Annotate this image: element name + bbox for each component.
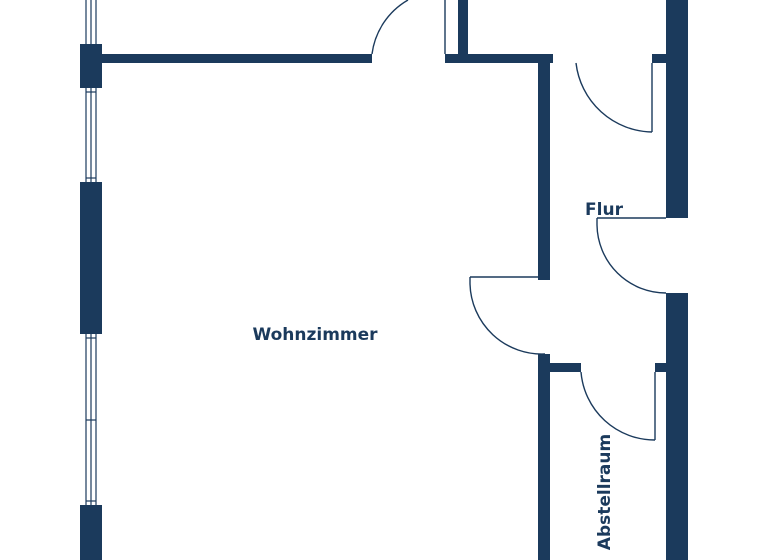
right-wall-upper xyxy=(666,0,688,218)
right-exterior-wall xyxy=(666,0,688,560)
right-wall-lower xyxy=(666,293,688,560)
door-storage xyxy=(580,371,656,441)
door-living-room xyxy=(371,0,446,55)
upper-room-divider xyxy=(458,0,468,56)
storage-top-wall-left xyxy=(538,363,581,372)
doors xyxy=(371,0,667,441)
door-hall-to-living xyxy=(469,276,546,355)
upper-room-bottom-wall xyxy=(458,54,553,63)
hall-wall-upper-stub xyxy=(538,270,550,280)
wall-pier-bottom xyxy=(80,505,102,560)
living-top-wall xyxy=(102,54,372,63)
windows-left xyxy=(85,0,97,505)
left-exterior-wall xyxy=(80,44,102,560)
wall-pier-middle xyxy=(80,182,102,334)
hall-wall-upper xyxy=(538,63,550,277)
interior-walls xyxy=(538,63,668,560)
room-label-storage: Abstellraum xyxy=(595,434,615,550)
window-top xyxy=(85,0,97,44)
top-wall-right-stub xyxy=(445,54,465,63)
storage-top-wall-right xyxy=(655,363,668,372)
top-walls xyxy=(102,0,668,63)
wall-pier-top xyxy=(80,44,102,88)
window-upper xyxy=(85,88,97,182)
room-label-living-room: Wohnzimmer xyxy=(252,325,378,345)
upper-room-bottom-wall-right xyxy=(652,54,668,63)
window-lower xyxy=(85,334,97,505)
hall-wall-lower xyxy=(538,354,550,560)
door-hallway-top xyxy=(575,62,653,133)
door-entrance xyxy=(596,217,667,294)
room-label-hallway: Flur xyxy=(585,200,624,220)
